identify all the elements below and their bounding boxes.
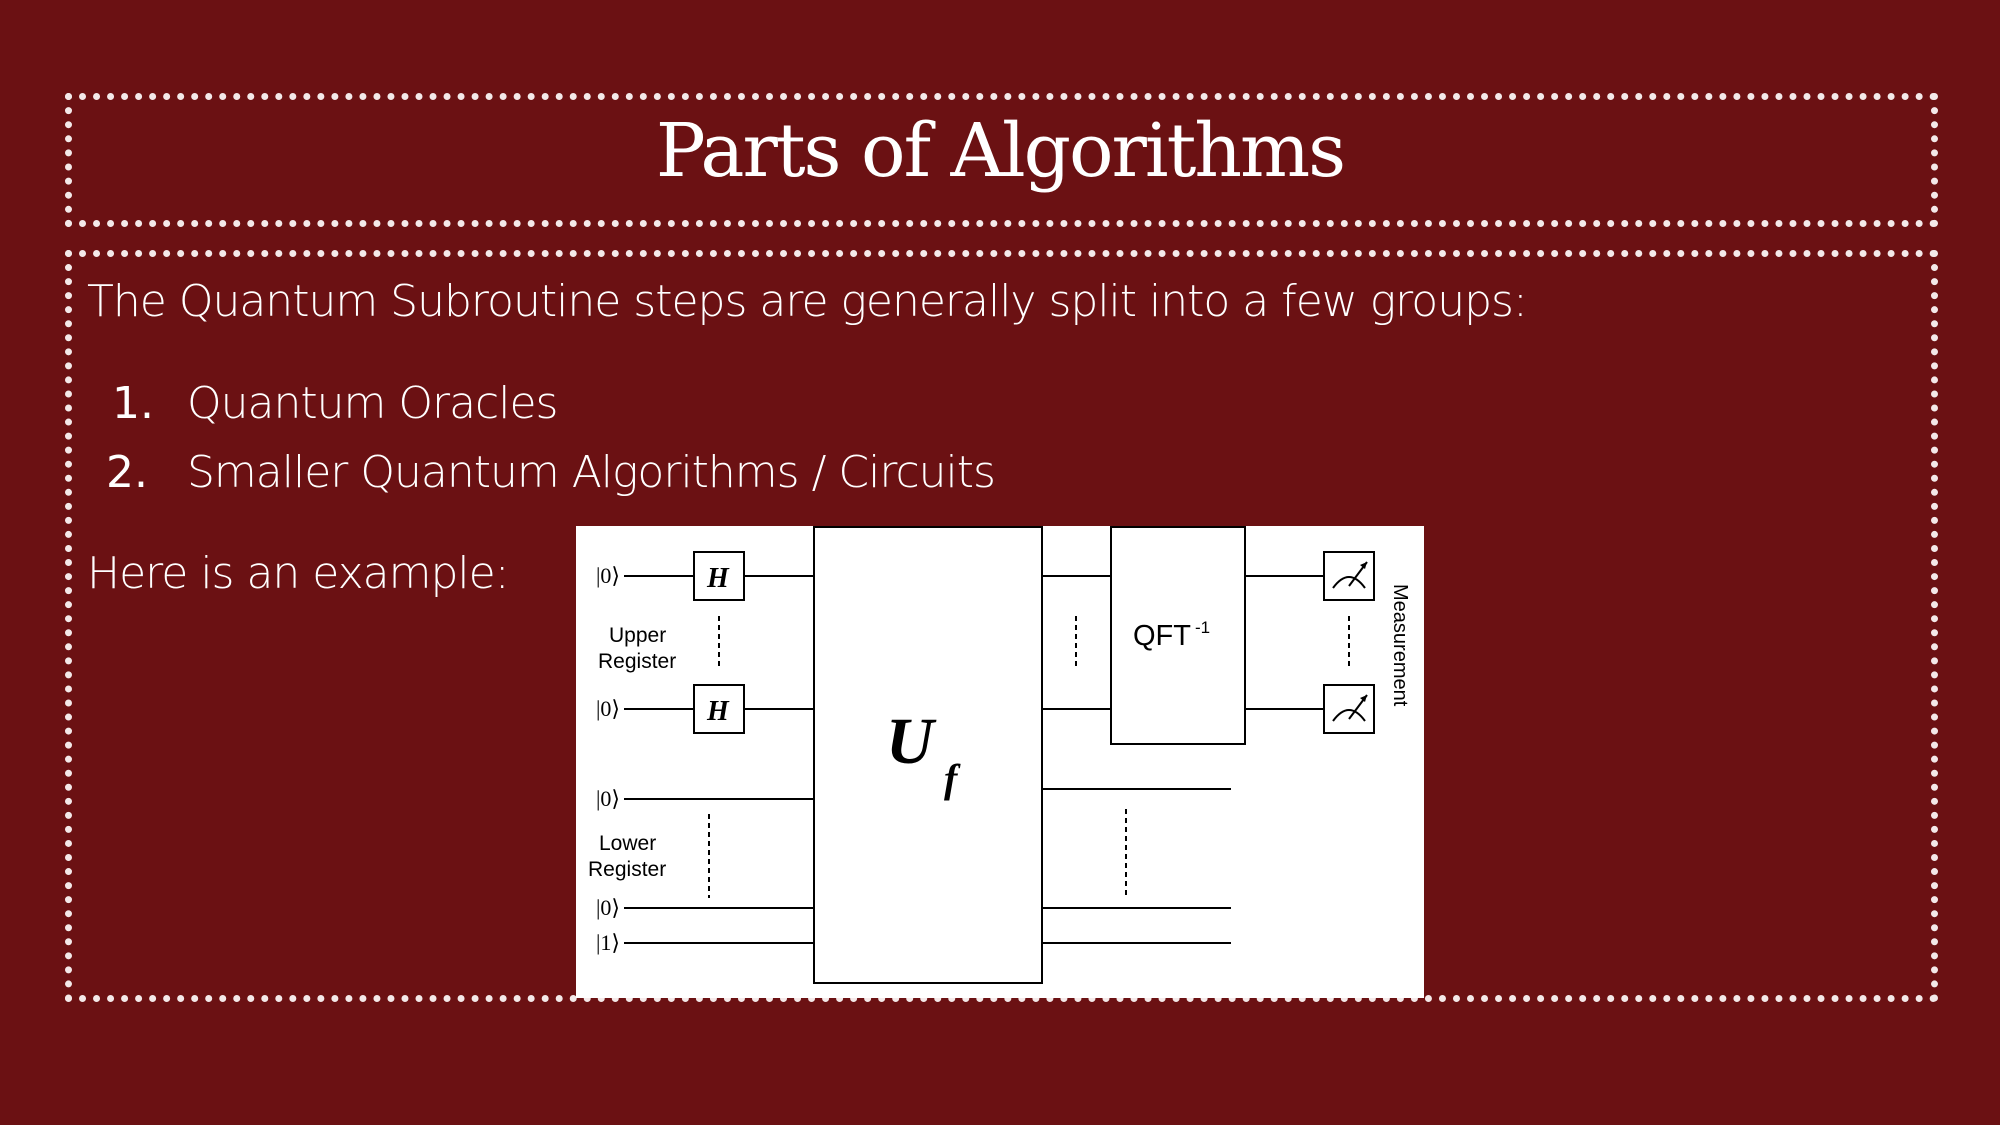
- oracle-subscript: f: [944, 756, 961, 801]
- qft-label: QFT: [1133, 620, 1191, 652]
- qft-box: [1110, 526, 1246, 745]
- title-frame: [65, 93, 1938, 227]
- example-label: Here is an example:: [87, 548, 510, 599]
- hadamard-gate-bottom: [693, 684, 745, 734]
- list-number-2: 2.: [106, 447, 148, 498]
- ket-lower-first: |0⟩: [596, 786, 620, 811]
- hadamard-label-top: H: [706, 563, 730, 594]
- list-item-quantum-oracles: Quantum Oracles: [187, 378, 558, 429]
- list-item-smaller-algorithms: Smaller Quantum Algorithms / Circuits: [187, 447, 996, 498]
- measurement-gate-bottom: [1323, 684, 1375, 734]
- measurement-label: Measurement: [1389, 584, 1411, 707]
- circuit-diagram: |0⟩ |0⟩ |0⟩ |0⟩ |1⟩ Upper Register Lower…: [576, 526, 1424, 998]
- content-frame: [65, 250, 1938, 1002]
- oracle-label: U: [886, 705, 937, 778]
- lower-register-label-line1: Lower: [599, 832, 656, 855]
- page-title: Parts of Algorithms: [655, 108, 1346, 194]
- intro-text: The Quantum Subroutine steps are general…: [87, 276, 1528, 327]
- circuit-svg: |0⟩ |0⟩ |0⟩ |0⟩ |1⟩ Upper Register Lower…: [588, 526, 1411, 984]
- hadamard-label-bottom: H: [706, 696, 730, 727]
- oracle-box: [813, 526, 1043, 984]
- qft-superscript: -1: [1195, 618, 1210, 637]
- hadamard-gate-top: [693, 551, 745, 601]
- upper-register-label-line1: Upper: [609, 624, 666, 647]
- ket-upper-first: |0⟩: [596, 563, 620, 588]
- list-number-1: 1.: [112, 378, 154, 429]
- ket-upper-last: |0⟩: [596, 696, 620, 721]
- lower-register-label-line2: Register: [588, 858, 666, 881]
- upper-register-label-line2: Register: [598, 650, 676, 673]
- measurement-gate-top: [1323, 551, 1375, 601]
- ket-lower-last: |0⟩: [596, 895, 620, 920]
- ket-ancilla: |1⟩: [596, 930, 620, 955]
